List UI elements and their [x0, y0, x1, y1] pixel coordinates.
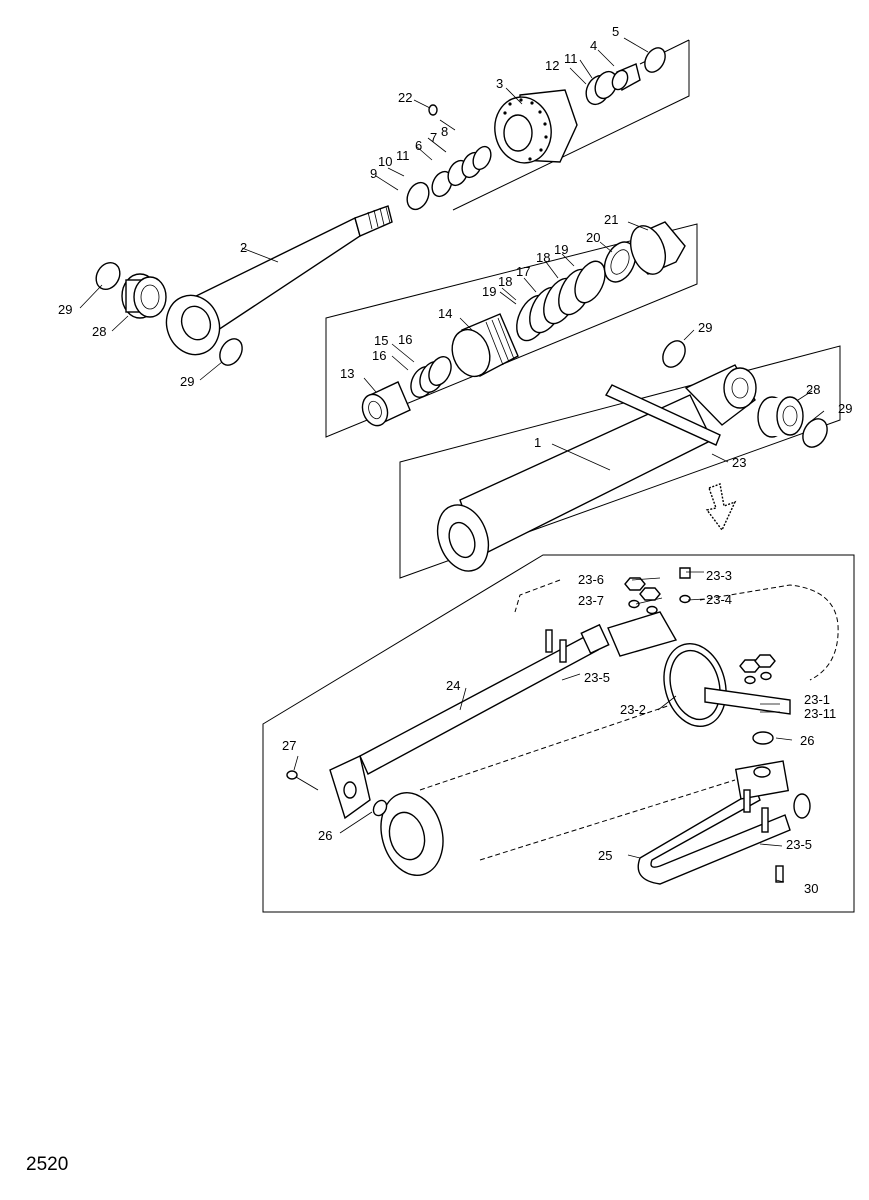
- cylinder-tube: [436, 364, 757, 572]
- top-rings: [585, 47, 666, 106]
- label-3: 3: [496, 76, 503, 91]
- detail-pipe-24: [329, 623, 610, 820]
- ring-29-left-bottom: [219, 338, 243, 366]
- label-23-7: 23-7: [578, 593, 604, 608]
- label-6: 6: [415, 138, 422, 153]
- label-28-left: 28: [92, 324, 106, 339]
- label-29-left-top: 29: [58, 302, 72, 317]
- frame-piston-group: [325, 223, 698, 438]
- label-8: 8: [441, 124, 448, 139]
- detail-pipe-25: [637, 760, 811, 885]
- label-23-11: 23-11: [804, 706, 836, 721]
- label-9: 9: [370, 166, 377, 181]
- ring-29-left-top: [95, 261, 121, 291]
- piston-rod: [165, 205, 393, 356]
- label-12: 12: [545, 58, 559, 73]
- label-11-lower: 11: [396, 148, 410, 163]
- label-26-right: 26: [800, 733, 814, 748]
- detail-clamp: [607, 611, 791, 728]
- label-26-left: 26: [318, 828, 332, 843]
- label-24: 24: [446, 678, 460, 693]
- label-29-left-bottom: 29: [180, 374, 194, 389]
- label-23-3: 23-3: [706, 568, 732, 583]
- label-29-right: 29: [838, 401, 852, 416]
- page-number: 2520: [26, 1154, 69, 1175]
- label-27: 27: [282, 738, 296, 753]
- label-23-1: 23-1: [804, 692, 830, 707]
- label-19-right: 19: [554, 242, 568, 257]
- label-5: 5: [612, 24, 619, 39]
- label-23: 23: [732, 455, 746, 470]
- label-11-upper: 11: [564, 51, 578, 66]
- rod-cover: [428, 89, 578, 164]
- label-25: 25: [598, 848, 612, 863]
- seal-stack-upper: [406, 145, 492, 211]
- label-28-right: 28: [806, 382, 820, 397]
- label-2: 2: [240, 240, 247, 255]
- label-17: 17: [516, 264, 530, 279]
- ring-29-tube-left: [662, 340, 686, 368]
- label-30: 30: [804, 881, 818, 896]
- label-22: 22: [398, 90, 412, 105]
- leader-lines: [79, 37, 825, 883]
- label-23-6: 23-6: [578, 572, 604, 587]
- label-14: 14: [438, 306, 452, 321]
- frame-detail-inset: [262, 554, 855, 913]
- label-13: 13: [340, 366, 354, 381]
- bushing-right: [757, 396, 804, 438]
- label-4: 4: [590, 38, 597, 53]
- label-16-right: 16: [398, 332, 412, 347]
- label-23-2: 23-2: [620, 702, 646, 717]
- detail-bolts: [286, 567, 784, 883]
- label-21: 21: [604, 212, 618, 227]
- label-29-mid: 29: [698, 320, 712, 335]
- label-18-left: 18: [498, 274, 512, 289]
- wear-rings: [516, 241, 637, 342]
- detail-arrow: [705, 483, 737, 532]
- cushion-ring: [361, 381, 411, 427]
- seal-stack-piston: [410, 356, 452, 398]
- label-20: 20: [586, 230, 600, 245]
- label-23-5-lower: 23-5: [786, 837, 812, 852]
- label-23-5-upper: 23-5: [584, 670, 610, 685]
- label-7: 7: [430, 130, 437, 145]
- label-23-4: 23-4: [706, 592, 732, 607]
- label-10: 10: [378, 154, 392, 169]
- label-18-right: 18: [536, 250, 550, 265]
- label-19-left: 19: [482, 284, 496, 299]
- ring-29-tube-right: [802, 418, 828, 448]
- label-1: 1: [534, 435, 541, 450]
- lock-nut: [630, 221, 686, 275]
- piston: [451, 313, 519, 378]
- bushing-left: [121, 273, 167, 319]
- callout-labels: 1 2 3 4 5 6 7 8 9 10 11 11 12 13 14 15 1…: [58, 24, 852, 896]
- label-16-left: 16: [372, 348, 386, 363]
- detail-tube-dashed: [380, 579, 839, 877]
- label-15: 15: [374, 333, 388, 348]
